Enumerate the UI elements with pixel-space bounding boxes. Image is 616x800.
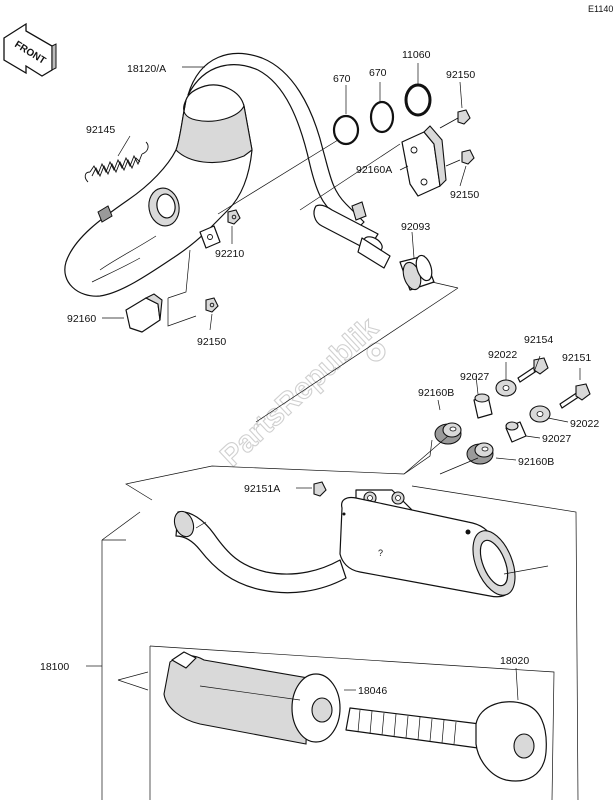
assembly-outline: [86, 485, 579, 800]
label-92160A: 92160A: [356, 164, 392, 176]
label-92160B-b: 92160B: [518, 456, 554, 468]
label-18100: 18100: [40, 661, 69, 673]
label-18020: 18020: [500, 655, 529, 667]
bolt-92150-low: [205, 297, 219, 313]
leader-lines-lower: [344, 667, 519, 701]
washer-92022-a: [495, 379, 517, 397]
sleeve-92093: [399, 254, 435, 291]
watermark-gear-icon: [366, 342, 386, 362]
collar-92027-b: [505, 421, 527, 443]
label-92150-top: 92150: [446, 69, 475, 81]
label-92027-b: 92027: [542, 433, 571, 445]
grommet-92160B-a: [434, 422, 462, 445]
label-18046: 18046: [358, 685, 387, 697]
packing-tube-18020: [345, 701, 547, 782]
label-92210: 92210: [215, 248, 244, 260]
label-92150-low: 92150: [197, 336, 226, 348]
label-92160B-a: 92160B: [418, 387, 454, 399]
leader-lines-upper: [102, 63, 467, 423]
label-92154: 92154: [524, 334, 553, 346]
label-92022-b: 92022: [570, 418, 599, 430]
bracket-92160: [125, 293, 163, 333]
collar-92027-a: [473, 393, 493, 419]
silencer-assembly: ?: [173, 489, 549, 598]
label-92145: 92145: [86, 124, 115, 136]
o-ring-670-right: [369, 100, 395, 134]
label-92150-mid: 92150: [450, 189, 479, 201]
spring-92145: [84, 141, 149, 183]
muffler-canister: [163, 651, 341, 745]
label-92151A: 92151A: [244, 483, 280, 495]
label-11060: 11060: [402, 49, 431, 61]
bolt-92151: [559, 383, 591, 409]
nut-92210: [227, 209, 241, 225]
exhaust-chamber: [64, 52, 391, 297]
grommet-92160B-b: [466, 442, 494, 465]
label-670-right: 670: [369, 67, 387, 79]
label-92160: 92160: [67, 313, 96, 325]
bracket-92160A: [401, 125, 447, 197]
bolt-92150-mid: [445, 149, 475, 167]
label-92022-a: 92022: [488, 349, 517, 361]
label-670-left: 670: [333, 73, 351, 85]
leader-lines-middle: [125, 355, 581, 501]
label-92093: 92093: [401, 221, 430, 233]
label-92151: 92151: [562, 352, 591, 364]
bolt-92151A: [313, 481, 327, 497]
silencer-mark: ?: [378, 548, 383, 558]
gasket-11060: [404, 83, 432, 117]
bolt-92150-top: [439, 109, 471, 129]
label-92027-a: 92027: [460, 371, 489, 383]
watermark: PartsRepublik: [214, 311, 384, 473]
bolt-92154: [517, 357, 549, 383]
front-arrow-icon: FRONT: [3, 22, 57, 77]
diagram-code: E1140: [588, 4, 613, 14]
label-18120A: 18120/A: [127, 63, 166, 75]
washer-92022-b: [529, 405, 551, 423]
o-ring-670-left: [332, 114, 360, 146]
